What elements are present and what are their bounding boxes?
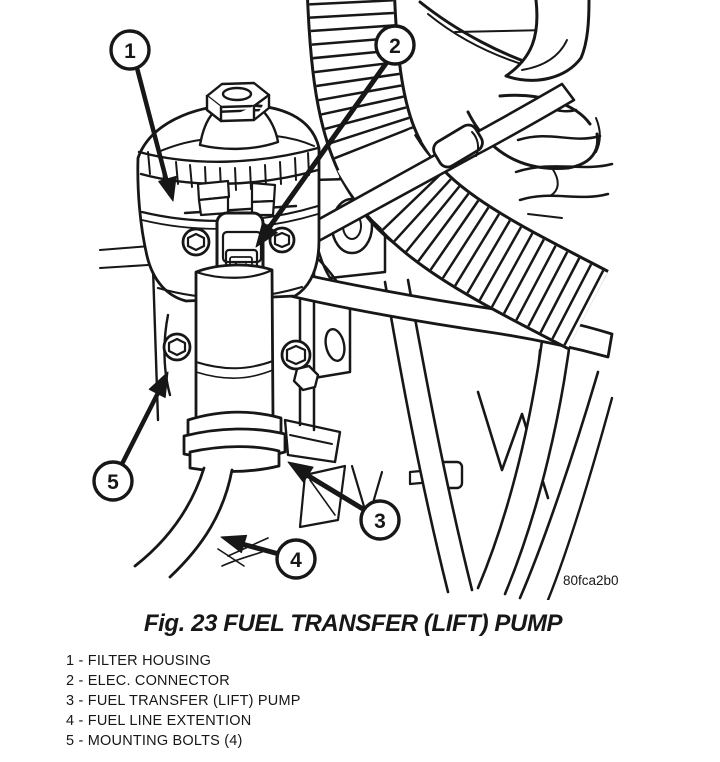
callout-circles: 1 2 3 4 5	[92, 24, 416, 580]
engine-background	[418, 0, 614, 219]
legend-item-3: 3 - FUEL TRANSFER (LIFT) PUMP	[66, 691, 720, 711]
callout-2: 2	[374, 24, 416, 66]
lift-pump	[133, 263, 287, 579]
fuel-pump-diagram: 80fca2b0 1	[92, 0, 619, 600]
svg-text:5: 5	[107, 471, 119, 494]
legend-item-2: 2 - ELEC. CONNECTOR	[66, 671, 720, 691]
callout-1: 1	[109, 29, 151, 71]
upper-mounting-bolt-left	[181, 227, 211, 257]
legend-label: MOUNTING BOLTS (4)	[87, 733, 243, 749]
callout-3: 3	[359, 499, 401, 541]
svg-text:4: 4	[290, 549, 302, 572]
svg-text:1: 1	[124, 40, 136, 63]
callout-3-arrow	[299, 469, 366, 512]
pump-mounting-bolts	[162, 332, 320, 392]
callout-4-arrow	[239, 541, 282, 557]
supply-tube	[248, 260, 614, 359]
legend-label: FUEL LINE EXTENTION	[87, 713, 252, 729]
figure-caption: Fig. 23 FUEL TRANSFER (LIFT) PUMP	[143, 610, 563, 637]
legend-item-5: 5 - MOUNTING BOLTS (4)	[66, 731, 720, 751]
legend-sep: -	[74, 673, 88, 689]
legend-num: 3	[66, 693, 75, 709]
legend-item-1: 1 - FILTER HOUSING	[66, 651, 720, 671]
hex-nut	[205, 81, 271, 123]
legend-sep: -	[74, 733, 88, 749]
callout-4: 4	[275, 538, 317, 580]
nut-bore	[221, 86, 253, 102]
fuel-line-extension	[133, 466, 234, 579]
legend: 1 - FILTER HOUSING 2 - ELEC. CONNECTOR 3…	[66, 651, 720, 751]
figure-code: 80fca2b0	[563, 573, 619, 588]
legend-label: FUEL TRANSFER (LIFT) PUMP	[87, 693, 301, 709]
legend-label: ELEC. CONNECTOR	[87, 673, 230, 689]
legend-label: FILTER HOUSING	[87, 653, 212, 669]
legend-sep: -	[74, 653, 88, 669]
legend-num: 1	[66, 653, 75, 669]
callout-2-arrow	[263, 59, 390, 235]
legend-item-4: 4 - FUEL LINE EXTENTION	[66, 711, 720, 731]
callout-arrows	[119, 59, 390, 557]
legend-num: 5	[66, 733, 75, 749]
legend-num: 2	[66, 673, 75, 689]
bracket-ears	[181, 179, 298, 257]
legend-sep: -	[74, 693, 88, 709]
legend-sep: -	[74, 713, 88, 729]
mounting-bolt-left	[162, 332, 192, 362]
figure-illustration: 80fca2b0 1	[92, 0, 619, 600]
legend-num: 4	[66, 713, 75, 729]
callout-5: 5	[92, 460, 134, 502]
svg-text:3: 3	[374, 510, 386, 533]
callout-5-arrow	[119, 386, 163, 467]
mounting-bolt-right	[280, 339, 320, 392]
svg-text:2: 2	[389, 35, 401, 58]
